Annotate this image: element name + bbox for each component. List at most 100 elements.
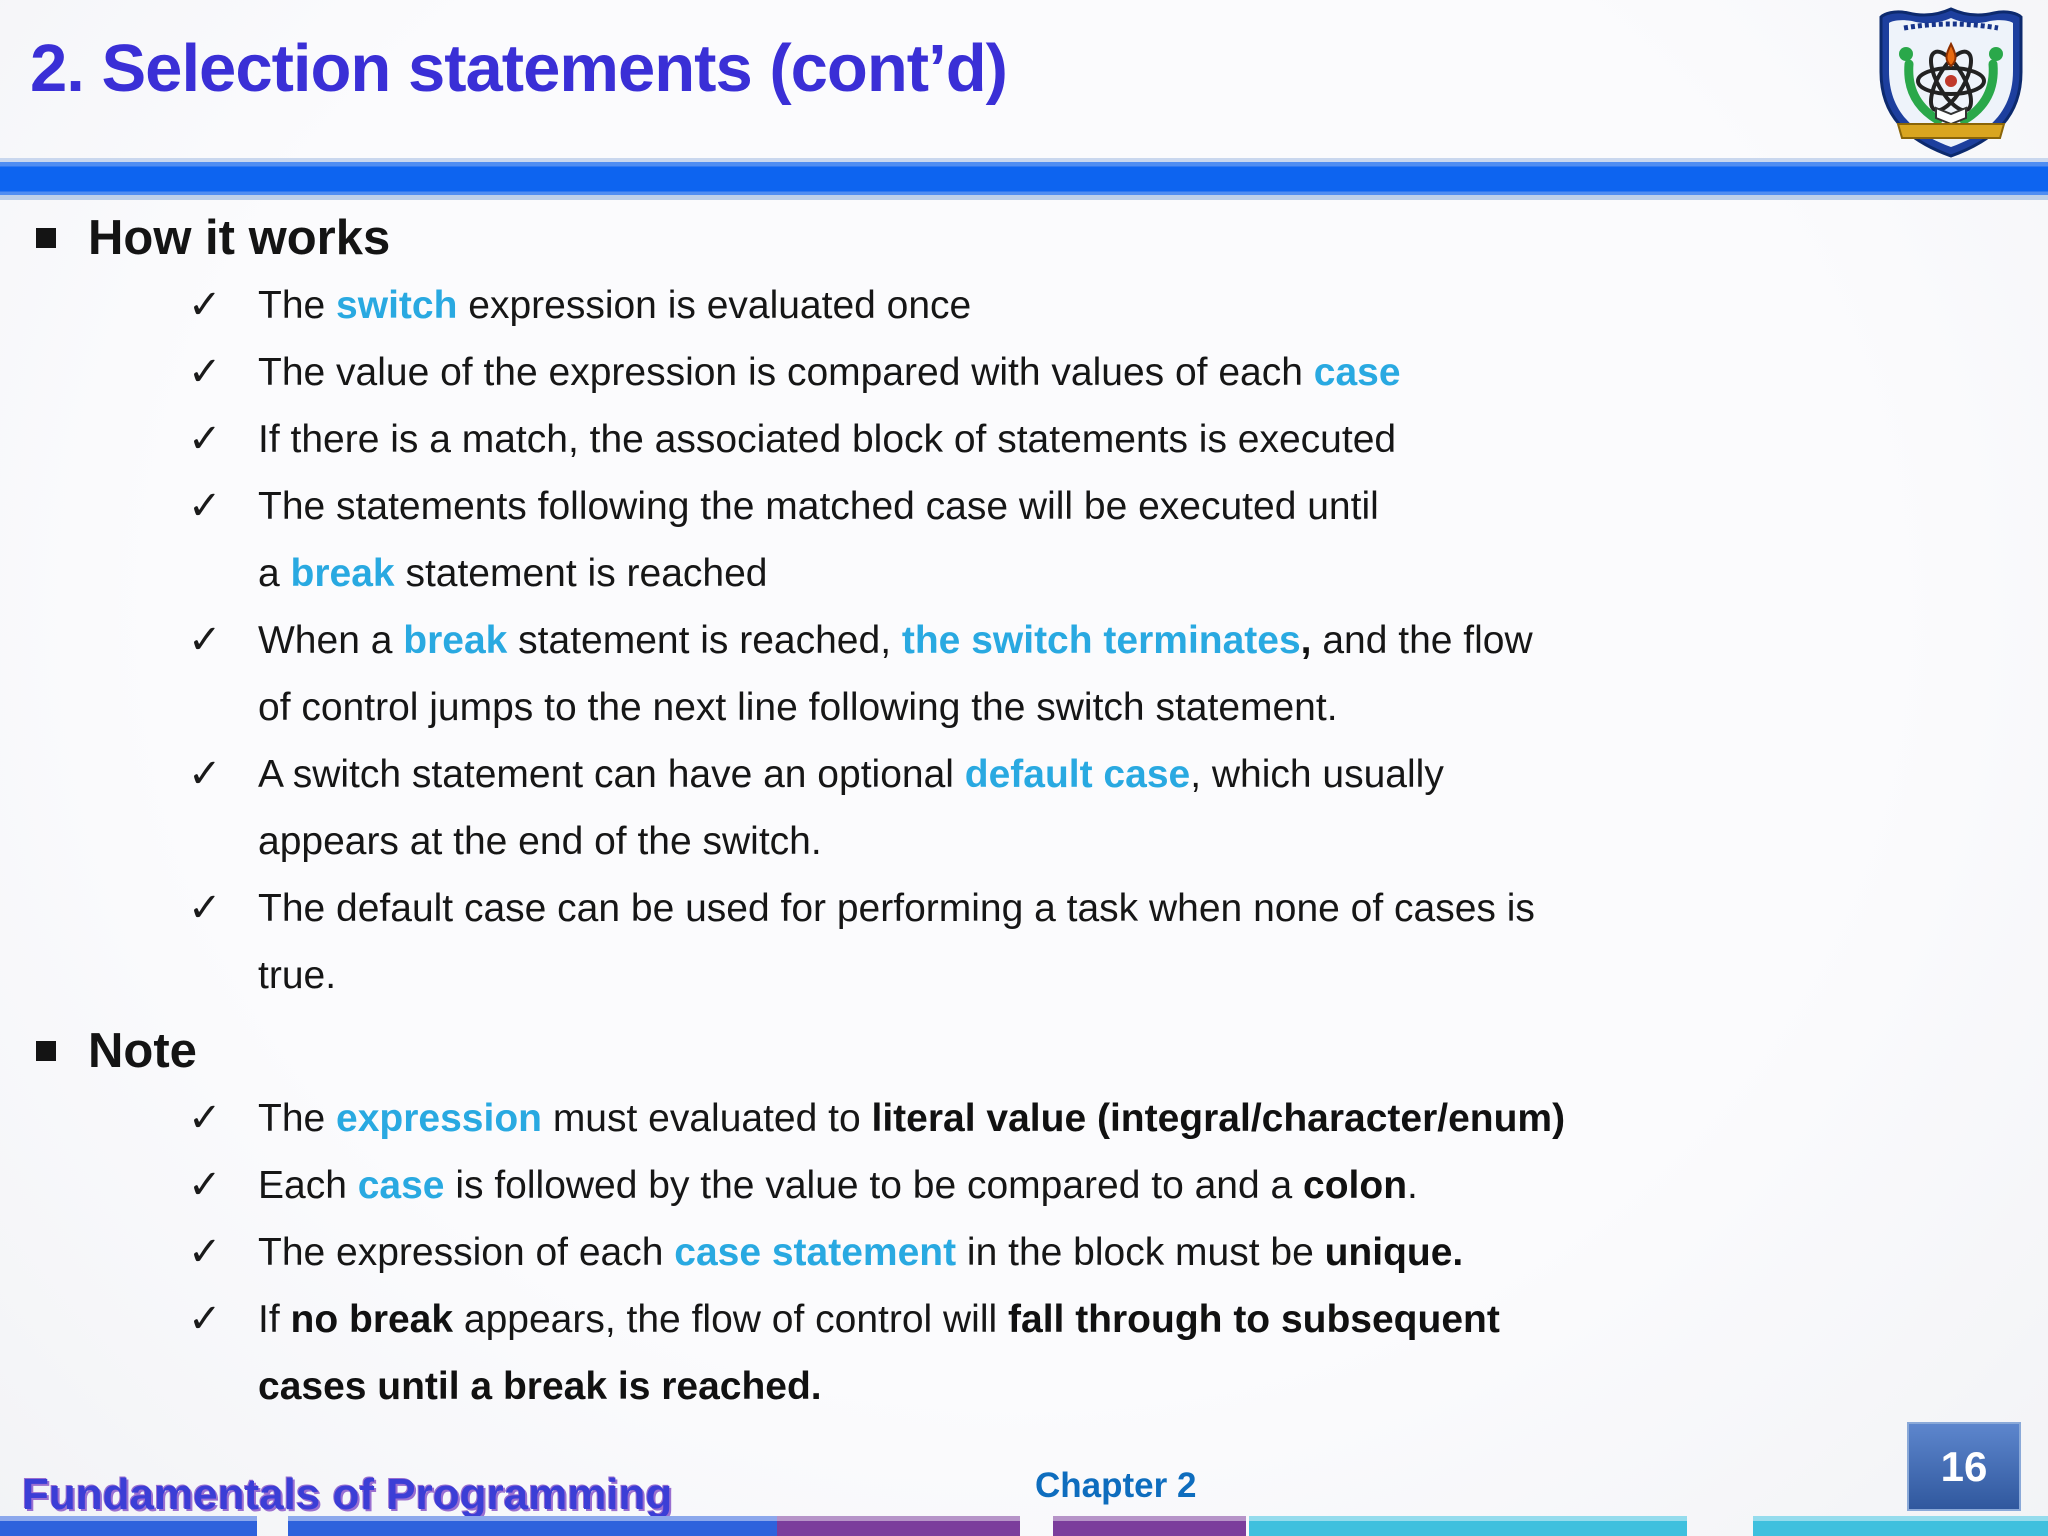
text-run: If there is a match, the associated bloc… [258,418,1397,461]
strip-segment [1249,1516,1688,1536]
text-run: The expression of each [258,1231,675,1274]
bullet-item: ✓ The switch expression is evaluated once [188,272,2028,339]
bullet-item-text: The value of the expression is compared … [258,339,2028,406]
text-line: The value of the expression is compared … [258,339,2028,406]
keyword-text: default case [964,753,1191,796]
text-run: cases until a break is reached. [258,1365,822,1408]
text-line: If no break appears, the flow of control… [258,1286,2028,1353]
text-run: If [258,1298,291,1341]
bullet-item: ✓If no break appears, the flow of contro… [188,1286,2028,1420]
text-run: A switch statement can have an optional [258,753,965,796]
crest-book [1935,106,1967,126]
crest-banner [1896,123,2006,139]
title-divider-bar [0,158,2048,200]
bullet-item-text: The statements following the matched cas… [258,473,2028,607]
text-line: The statements following the matched cas… [258,473,2028,540]
bullet-item-text: If there is a match, the associated bloc… [258,406,2028,473]
checkmark-icon: ✓ [188,1229,222,1275]
text-run: true. [258,954,337,997]
section-heading: How it works [36,210,2028,266]
keyword-text: case [1313,351,1401,394]
checkmark-icon: ✓ [188,483,222,529]
slide-body: How it works ✓ The switch expression is ev… [0,196,2028,1420]
text-run: statement is reached, [507,619,902,662]
keyword-text: the switch terminates [901,619,1301,662]
keyword-text: break [290,552,395,595]
crest-star-left [1899,47,1913,61]
text-run: literal value (integral/character/enum) [871,1097,1566,1140]
text-run: The [258,1097,337,1140]
checkmark-icon: ✓ [188,282,222,328]
text-run: is followed by the value to be compared … [444,1164,1304,1207]
bullet-item: ✓Each case is followed by the value to b… [188,1152,2028,1219]
checkmark-icon: ✓ [188,1095,222,1141]
text-run: When a [258,619,404,662]
strip-segment [0,1516,258,1536]
text-line: of control jumps to the next line follow… [258,674,2028,741]
text-line: The expression must evaluated to literal… [258,1085,2028,1152]
bullet-item-text: The switch expression is evaluated once [258,272,2028,339]
text-run: The statements following the matched cas… [258,485,1379,528]
text-run: appears, the flow of control will [453,1298,1009,1341]
text-run: fall through to subsequent [1008,1298,1500,1341]
text-run: expression is evaluated once [457,284,972,327]
checkmark-icon: ✓ [188,751,222,797]
bullet-item-text: If no break appears, the flow of control… [258,1286,2028,1420]
text-line: cases until a break is reached. [258,1353,2028,1420]
text-run: of control jumps to the next line follow… [258,686,1338,729]
strip-segment [1753,1516,2048,1536]
text-run: statement is reached [394,552,768,595]
bullet-item: ✓ When a break statement is reached, the … [188,607,2028,741]
text-run: The value of the expression is compared … [258,351,1314,394]
atom-orbit-2 [1929,49,1973,113]
text-run: The default case can be used for perform… [258,887,1535,930]
bullet-item: ✓The default case can be used for perfor… [188,875,2028,1009]
text-run: and the flow [1311,619,1533,662]
crest-wreath-left [1904,59,1943,125]
atom-orbit-1 [1916,66,1986,96]
text-run: . [1407,1164,1418,1207]
bullet-item-text: A switch statement can have an optional … [258,741,2028,875]
section-heading: Note [36,1023,2028,1079]
footer-chapter-label: Chapter 2 [1035,1466,1197,1505]
text-run: appears at the end of the switch. [258,820,822,863]
keyword-text: break [403,619,508,662]
strip-segment [287,1516,777,1536]
text-line: A switch statement can have an optional … [258,741,2028,808]
bullet-item: ✓ If there is a match, the associated blo… [188,406,2028,473]
text-run: , which usually [1190,753,1444,796]
bullet-item: ✓ The statements following the matched ca… [188,473,2028,607]
text-run: in the block must be [956,1231,1325,1274]
slide-title: 2. Selection statements (cont’d) [30,31,1008,106]
checkmark-icon: ✓ [188,416,222,462]
section-heading-label: How it works [88,211,391,265]
keyword-text: case statement [674,1231,957,1274]
page-number: 16 [1940,1442,1988,1490]
bullet-item-text: The expression must evaluated to literal… [258,1085,2028,1152]
bullet-item: ✓ A switch statement can have an optional… [188,741,2028,875]
bullet-item-text: The expression of each case statement in… [258,1219,2028,1286]
bullet-item: ✓The value of the expression is compared… [188,339,2028,406]
section-heading-label: Note [88,1024,197,1078]
text-line: Each case is followed by the value to be… [258,1152,2028,1219]
bullet-item-text: Each case is followed by the value to be… [258,1152,2028,1219]
crest-star-right [1989,47,2003,61]
keyword-text: case [357,1164,445,1207]
text-run: , [1300,619,1312,662]
atom-orbit-3 [1929,49,1973,113]
text-run: a [258,552,291,595]
strip-segment [1053,1516,1246,1536]
text-line: true. [258,942,2028,1009]
text-line: When a break statement is reached, the s… [258,607,2028,674]
text-line: The expression of each case statement in… [258,1219,2028,1286]
text-run: colon [1303,1164,1408,1207]
text-run: Each [258,1164,358,1207]
text-run: must evaluated to [541,1097,872,1140]
text-line: appears at the end of the switch. [258,808,2028,875]
square-bullet-icon [36,1041,56,1061]
crest-wreath-right [1959,59,1998,125]
crest-motto-band [1903,21,1999,31]
keyword-text: switch [336,284,458,327]
checkmark-icon: ✓ [188,617,222,663]
